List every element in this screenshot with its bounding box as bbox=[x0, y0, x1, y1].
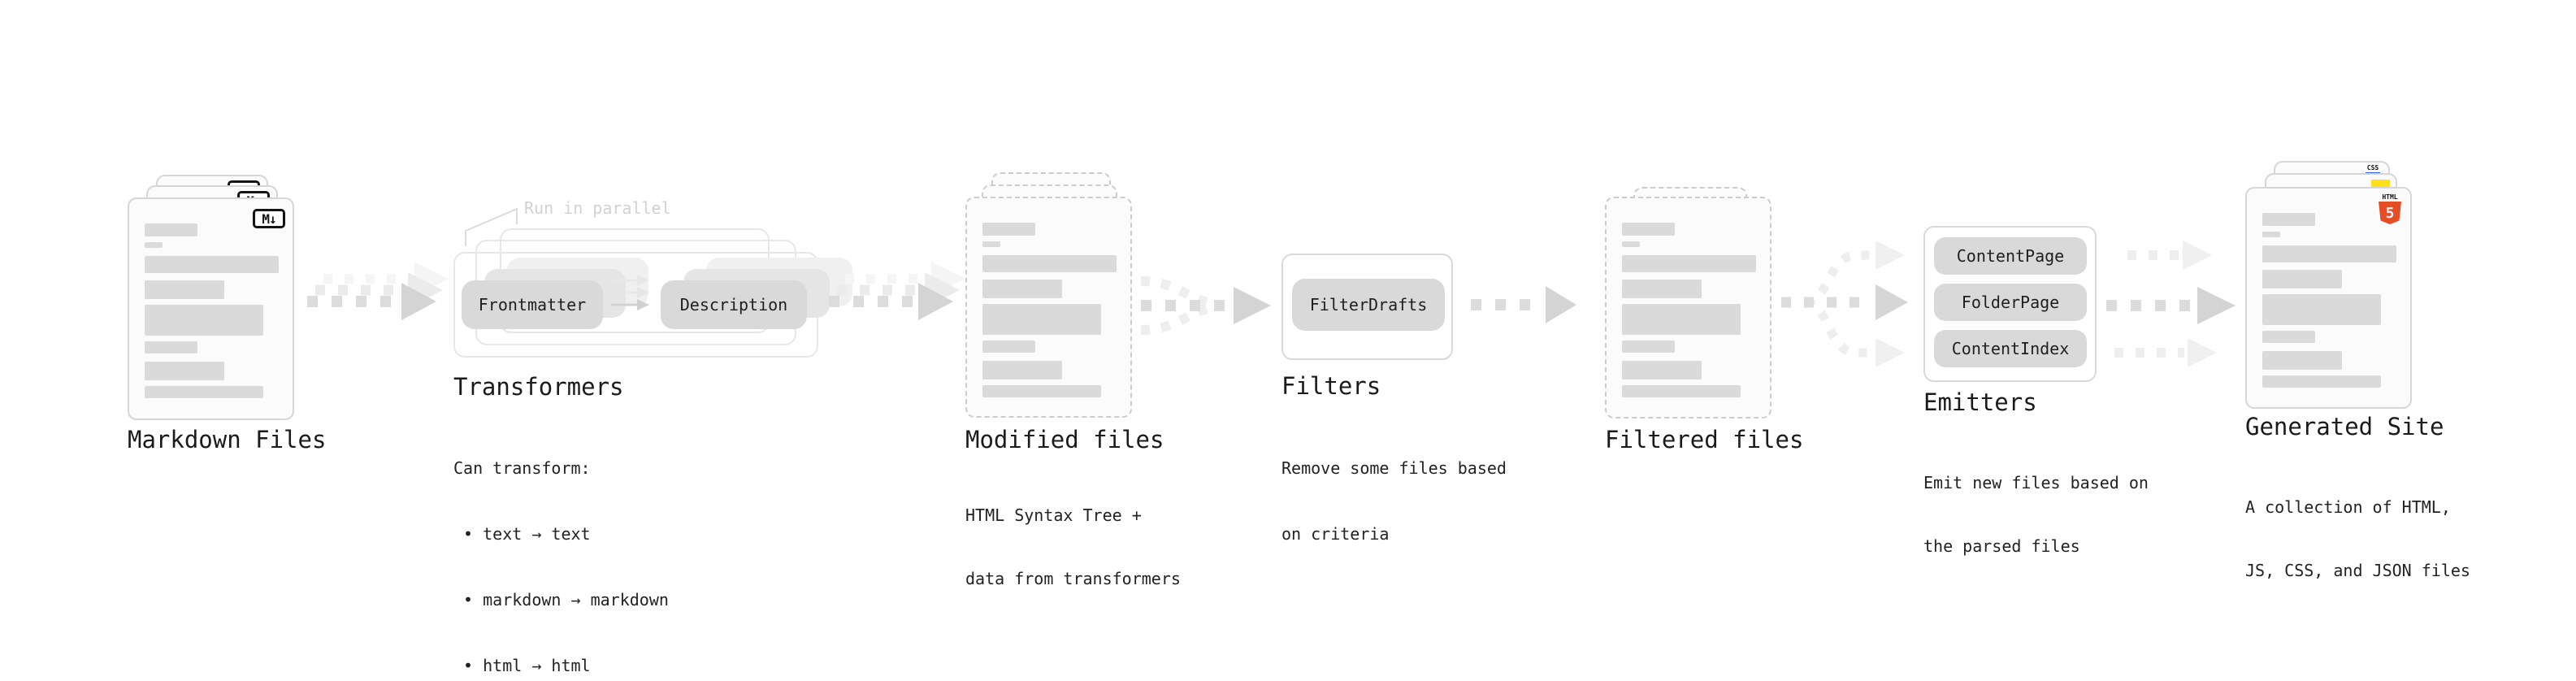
skeleton-line bbox=[145, 242, 163, 248]
node-label-emitters: Emitters bbox=[1923, 388, 2037, 416]
description-line: data from transformers bbox=[965, 569, 1181, 588]
node-label-transformers: Transformers bbox=[453, 373, 624, 401]
skeleton-line bbox=[2262, 294, 2381, 325]
html5-icon-number: 5 bbox=[2385, 204, 2395, 222]
skeleton-line bbox=[145, 305, 263, 336]
generated-site-description: A collection of HTML, JS, CSS, and JSON … bbox=[2245, 454, 2470, 623]
skeleton-line bbox=[982, 340, 1035, 353]
skeleton-line bbox=[1622, 241, 1640, 247]
pill-folderpage: FolderPage bbox=[1934, 284, 2087, 321]
skeleton-line bbox=[982, 385, 1101, 397]
skeleton-line bbox=[2262, 270, 2342, 288]
node-label-markdown-files: Markdown Files bbox=[128, 426, 327, 453]
skeleton-line bbox=[1622, 304, 1741, 335]
dashed-file-card-front bbox=[1605, 197, 1772, 419]
pill-filterdrafts: FilterDrafts bbox=[1292, 279, 1445, 331]
description-line: the parsed files bbox=[1923, 536, 2080, 556]
skeleton-line bbox=[2262, 331, 2315, 343]
html5-icon-shield: 5 bbox=[2379, 202, 2401, 224]
skeleton-line bbox=[982, 223, 1035, 236]
description-line: Remove some files based bbox=[1281, 458, 1507, 478]
arrow-modified-to-filters-merge bbox=[1140, 276, 1271, 335]
description-line: JS, CSS, and JSON files bbox=[2245, 561, 2470, 580]
file-card-front: M↓ bbox=[128, 197, 294, 420]
emitters-description: Emit new files based on the parsed files bbox=[1923, 430, 2149, 599]
skeleton-line bbox=[982, 241, 1000, 247]
node-label-generated-site: Generated Site bbox=[2245, 413, 2444, 440]
file-card-front: HTML 5 bbox=[2245, 187, 2412, 409]
html5-icon: HTML 5 bbox=[2378, 193, 2402, 224]
description-line: Can transform: bbox=[453, 458, 591, 478]
description-line: Emit new files based on bbox=[1923, 473, 2149, 492]
skeleton-line bbox=[1622, 385, 1741, 397]
filters-description: Remove some files based on criteria bbox=[1281, 414, 1507, 589]
pill-description: Description bbox=[661, 280, 807, 329]
skeleton-line bbox=[1622, 223, 1675, 236]
node-label-filtered-files: Filtered files bbox=[1605, 426, 1804, 453]
skeleton-line bbox=[145, 362, 224, 380]
skeleton-line bbox=[982, 255, 1117, 272]
description-line: on criteria bbox=[1281, 524, 1390, 544]
run-in-parallel-note: Run in parallel bbox=[524, 198, 671, 218]
skeleton-line bbox=[1622, 255, 1756, 272]
transformers-description: Can transform: • text → text • markdown … bbox=[453, 414, 669, 681]
skeleton-line bbox=[2262, 351, 2342, 370]
description-line: • markdown → markdown bbox=[453, 590, 669, 609]
modified-files-description: HTML Syntax Tree + data from transformer… bbox=[965, 462, 1181, 631]
skeleton-line bbox=[982, 304, 1101, 335]
node-label-modified-files: Modified files bbox=[965, 426, 1164, 453]
description-line: • html → html bbox=[453, 656, 591, 675]
skeleton-line bbox=[2262, 232, 2280, 237]
skeleton-line bbox=[145, 280, 224, 299]
skeleton-line bbox=[1622, 361, 1702, 380]
pill-contentpage: ContentPage bbox=[1934, 237, 2087, 275]
pill-contentindex: ContentIndex bbox=[1934, 330, 2087, 367]
description-line: • text → text bbox=[453, 524, 591, 544]
dashed-file-card-front bbox=[965, 197, 1132, 418]
description-line: HTML Syntax Tree + bbox=[965, 505, 1142, 525]
arrow-filtered-to-emitters-fork bbox=[1781, 241, 1908, 367]
skeleton-line bbox=[145, 223, 197, 236]
skeleton-line bbox=[2262, 213, 2315, 226]
skeleton-line bbox=[2262, 375, 2381, 388]
skeleton-line bbox=[1622, 280, 1702, 298]
skeleton-line bbox=[2262, 245, 2396, 262]
skeleton-line bbox=[982, 280, 1062, 298]
arrow-emitters-to-site bbox=[2106, 241, 2236, 367]
arrow-filters-to-filtered bbox=[1471, 286, 1576, 323]
skeleton-line bbox=[1622, 340, 1675, 353]
pill-frontmatter: Frontmatter bbox=[462, 280, 603, 329]
css-icon-label: CSS bbox=[2366, 164, 2379, 171]
node-label-filters: Filters bbox=[1281, 372, 1381, 400]
skeleton-line bbox=[145, 341, 197, 354]
skeleton-line bbox=[982, 361, 1062, 380]
skeleton-line bbox=[145, 386, 263, 398]
markdown-icon: M↓ bbox=[253, 209, 285, 228]
skeleton-line bbox=[145, 256, 279, 273]
description-line: A collection of HTML, bbox=[2245, 497, 2451, 517]
arrow-markdown-to-transformers bbox=[307, 262, 449, 320]
html5-icon-label: HTML bbox=[2382, 193, 2398, 201]
